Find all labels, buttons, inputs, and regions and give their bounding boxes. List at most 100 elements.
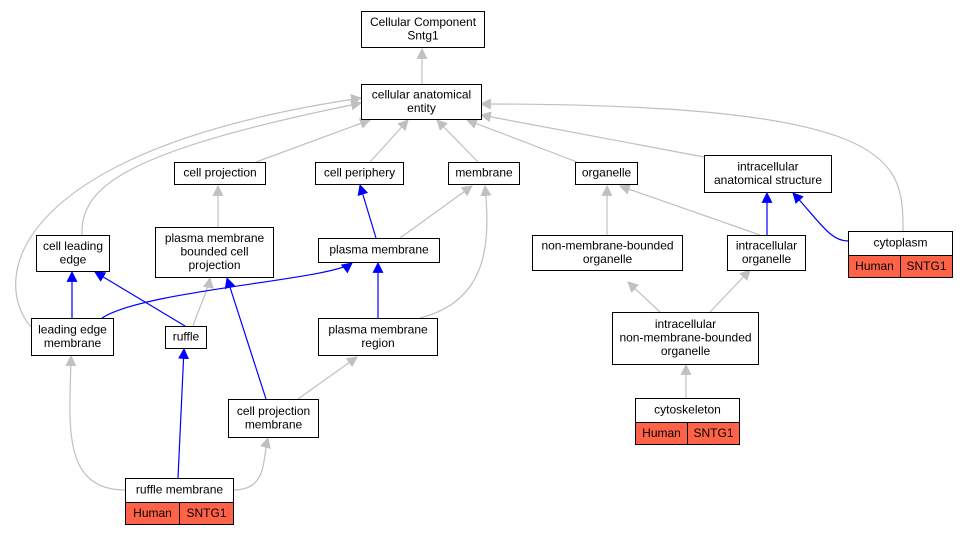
species-tag-label: Human [133,506,172,520]
node-label: membrane [455,166,513,180]
gene-tag [900,255,953,278]
node-box [848,231,953,256]
edge-io-to-organelle [618,184,761,236]
node-box [318,318,438,356]
node-label: non-membrane-bounded [541,238,673,252]
node-label: membrane [44,336,102,350]
species-tag-label: Human [855,259,894,273]
node-label: non-membrane-bounded [619,331,751,345]
node-label: bounded cell [180,245,248,259]
node-pm[interactable]: plasma membrane [318,238,440,263]
node-label: organelle [582,166,632,180]
edge-cle-to-cae [81,99,363,236]
edge-lem-to-pm [101,262,353,319]
node-label: anatomical structure [714,173,822,187]
gene-tag [687,422,740,445]
node-label: cytoskeleton [654,403,721,417]
edge-pm-to-membrane [399,185,473,239]
node-box [361,84,482,120]
node-label: cell projection [237,404,310,418]
node-ruffle[interactable]: ruffle [165,326,207,349]
node-box [612,312,759,365]
edge-inmbo-to-io [709,269,751,313]
edge-cpm-to-pmr [297,356,358,400]
node-cell-periphery[interactable]: cell periphery [315,162,404,185]
edge-cell-projection-to-cae [255,118,372,163]
node-label: intracellular [655,317,716,331]
node-label: entity [407,101,436,115]
edges-layer [15,47,904,491]
edge-cytoplasm-to-ias [792,192,849,242]
node-label: Cellular Component [370,15,477,29]
node-label: intracellular [737,159,798,173]
node-box [165,326,207,349]
node-label: ruffle membrane [136,483,223,497]
edge-ruffle-to-cle [94,271,186,327]
node-box [155,227,274,278]
node-box [318,238,440,263]
node-cell-projection[interactable]: cell projection [174,162,266,185]
edge-cytoplasm-to-cae [479,98,904,232]
node-inmbo[interactable]: intracellularnon-membrane-boundedorganel… [612,312,759,365]
edge-pmr-to-membrane [419,184,492,319]
node-membrane[interactable]: membrane [448,162,520,185]
node-label: ruffle [173,330,200,344]
edge-ruffle-to-pmbcp [192,276,214,327]
edge-cpm-to-pmbcp [224,276,267,400]
node-label: cell leading [43,239,103,253]
node-box [31,318,114,356]
gene-tag [179,502,234,525]
node-organelle[interactable]: organelle [575,162,638,185]
species-tag-label: Human [642,426,681,440]
node-label: plasma membrane [328,322,428,336]
edge-ruffle-membrane-to-lem [65,354,126,491]
edge-lem-to-cae [15,94,363,328]
gene-tag-label: SNTG1 [906,259,946,273]
node-label: organelle [742,252,792,266]
node-label: cell projection [183,166,256,180]
edge-ias-to-cae [479,111,705,158]
node-label: Sntg1 [407,28,439,42]
node-label: cellular anatomical [372,87,471,101]
node-box [174,162,266,185]
node-label: intracellular [736,238,797,252]
node-box [125,478,234,503]
node-box [36,235,110,272]
edge-inmbo-to-nmbo [627,281,661,313]
node-label: plasma membrane [329,243,429,257]
node-label: organelle [661,344,711,358]
node-label: plasma membrane [165,231,265,245]
node-box [361,11,485,48]
edge-cell-periphery-to-cae [369,119,409,163]
node-box [635,398,740,423]
gene-tag-label: SNTG1 [693,426,733,440]
edge-membrane-to-cae [436,119,479,163]
node-label: edge [60,252,87,266]
node-label: region [361,336,394,350]
node-label: organelle [583,252,633,266]
node-box [315,162,404,185]
node-label: projection [188,258,240,272]
edge-organelle-to-cae [465,118,578,163]
node-label: membrane [245,417,303,431]
gene-tag-label: SNTG1 [186,506,226,520]
node-box [448,162,520,185]
node-box [532,235,683,271]
node-box [727,235,806,271]
node-box [228,399,319,438]
